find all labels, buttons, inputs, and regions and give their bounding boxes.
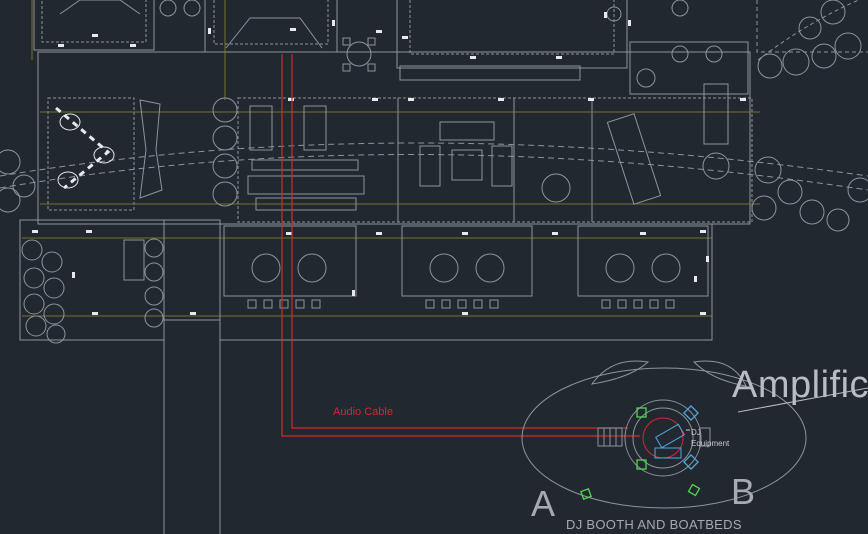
dj-equipment-label-line1: DJ [691,428,701,437]
left-pavilion [55,99,163,199]
drawing-title: DJ BOOTH AND BOATBEDS [566,517,742,532]
section-marker-a: A [531,483,556,524]
dj-equipment-label-line2: Equipment [691,439,730,448]
trees-terrace [0,97,868,232]
audio-cable-line [281,54,640,437]
section-marker-b: B [731,471,756,512]
grid-lines [22,0,760,317]
dj-equipment-markers [580,405,701,500]
trees-top-right [757,0,862,79]
cabanas [19,219,713,534]
main-terrace [0,51,868,225]
amplifier-label: Amplific [732,364,868,406]
dj-booth [521,360,868,509]
upper-structures [33,0,868,95]
fixture-markers [32,12,746,315]
terrace-furniture [247,83,729,211]
upper-furniture [159,0,723,88]
audio-cable-label: Audio Cable [333,406,393,418]
trees-lower-left [21,238,164,344]
